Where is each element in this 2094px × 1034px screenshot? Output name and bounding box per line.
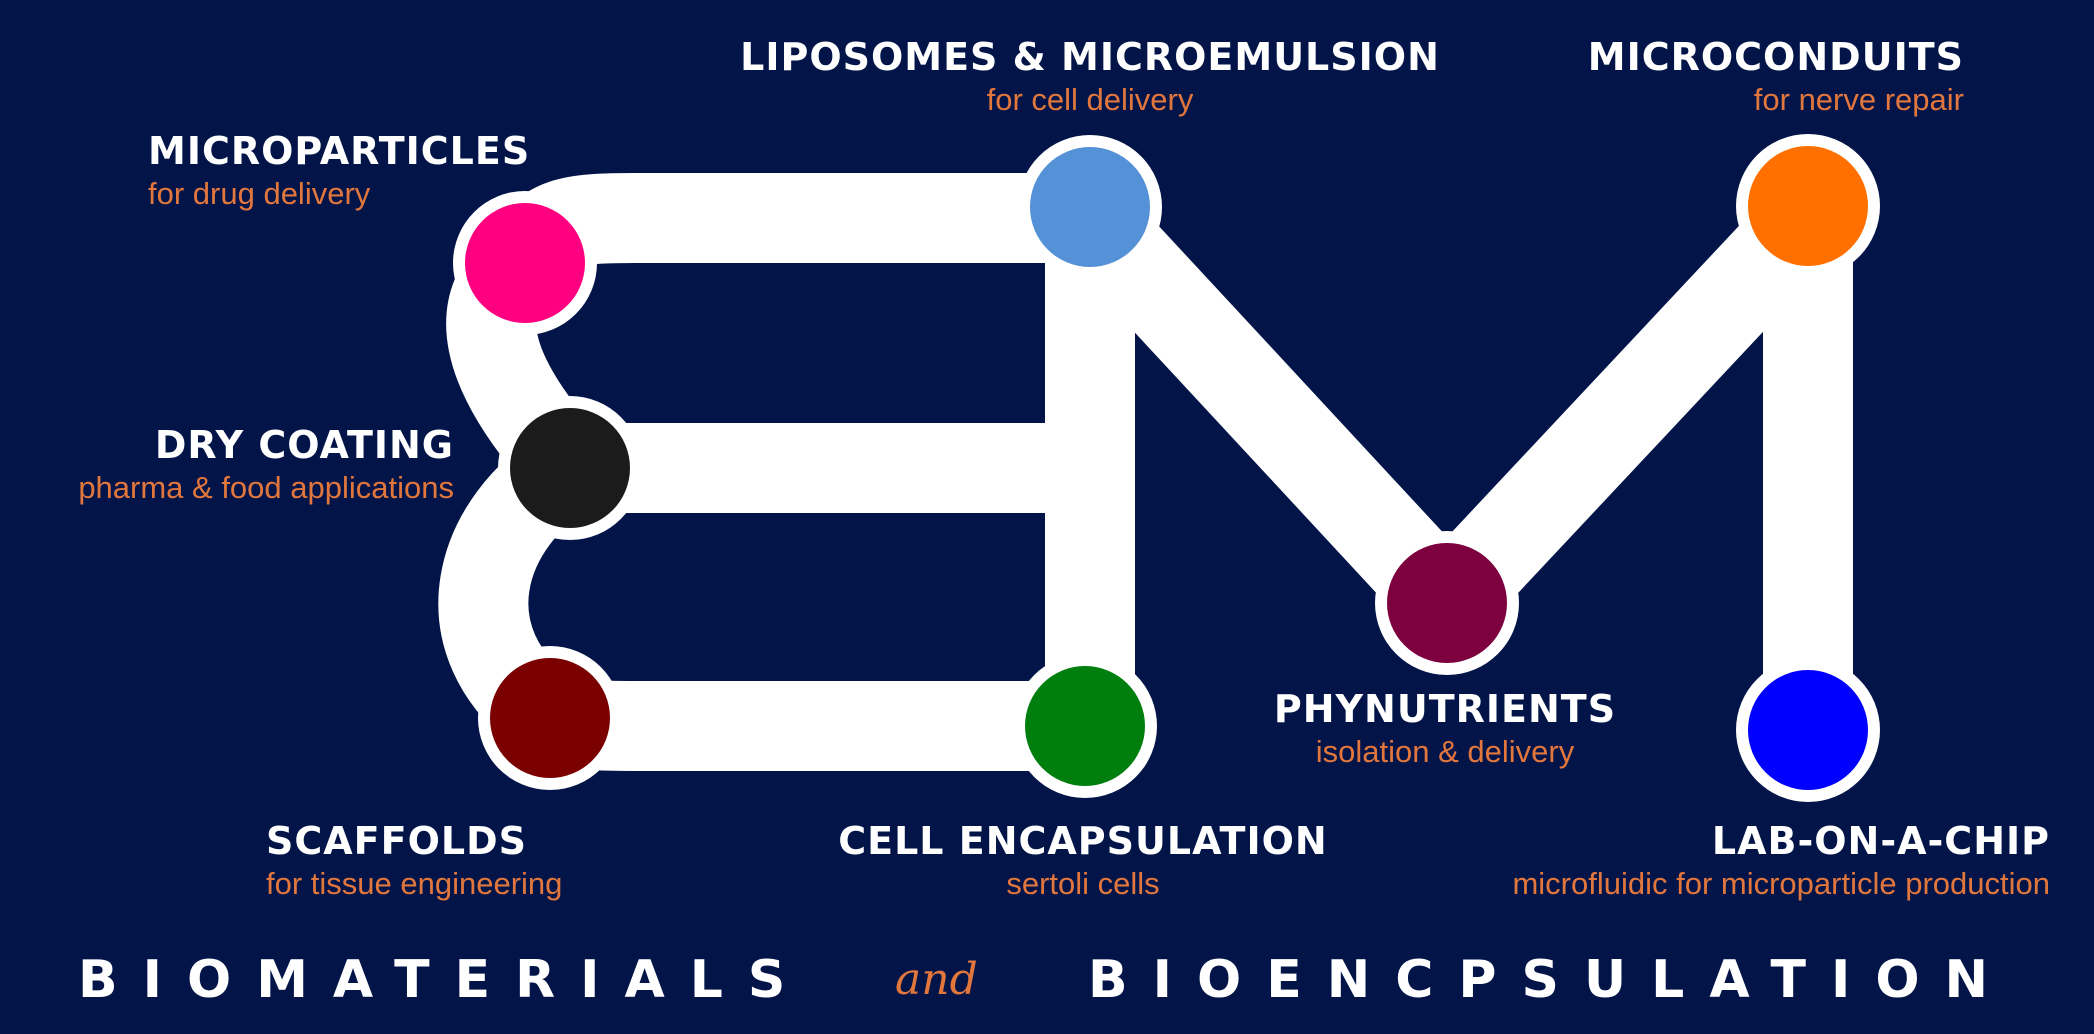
label-title: LAB-ON-A-CHIP	[1711, 819, 2050, 863]
label-title: DRY COATING	[154, 423, 454, 467]
footer-right-word: BIOENCPSULATION	[1088, 950, 2014, 1010]
label-subtitle: isolation & delivery	[1315, 734, 1575, 769]
label-subtitle: for drug delivery	[148, 176, 371, 211]
node-lab-on-a-chip-dot	[1748, 670, 1868, 790]
footer-left-word: BIOMATERIALS	[78, 950, 811, 1010]
node-microconduits-dot	[1748, 146, 1868, 266]
track-diagonal-up	[1402, 173, 1853, 648]
label-phynutrients: PHYNUTRIENTS isolation & delivery	[1240, 686, 1650, 772]
label-subtitle: for cell delivery	[986, 82, 1194, 117]
label-title: LIPOSOMES & MICROEMULSION	[740, 35, 1440, 79]
node-liposomes-dot	[1030, 147, 1150, 267]
label-subtitle: microfluidic for microparticle productio…	[1512, 866, 2050, 901]
node-cell-encapsulation-dot	[1025, 666, 1145, 786]
label-subtitle: for tissue engineering	[266, 866, 563, 901]
label-title: SCAFFOLDS	[266, 819, 528, 863]
label-subtitle: for nerve repair	[1753, 82, 1964, 117]
label-title: MICROPARTICLES	[148, 129, 531, 173]
label-title: PHYNUTRIENTS	[1273, 687, 1617, 731]
label-dry-coating: DRY COATING pharma & food applications	[20, 422, 454, 508]
label-title: MICROCONDUITS	[1587, 35, 1964, 79]
label-subtitle: pharma & food applications	[78, 470, 454, 505]
track-top-bar	[480, 173, 1135, 308]
track-diagonal-down	[1045, 173, 1492, 648]
node-circles	[453, 134, 1880, 802]
label-lab-on-a-chip: LAB-ON-A-CHIP microfluidic for micropart…	[1380, 818, 2050, 904]
node-phynutrients-dot	[1387, 543, 1507, 663]
footer-banner: BIOMATERIALS and BIOENCPSULATION	[0, 948, 2094, 1012]
track-bottom-bar	[505, 673, 1130, 771]
track-paths	[438, 173, 1853, 775]
label-subtitle: sertoli cells	[1006, 866, 1160, 901]
footer-conjunction: and	[895, 954, 978, 1005]
label-liposomes: LIPOSOMES & MICROEMULSION for cell deliv…	[730, 34, 1450, 120]
node-dry-coating-dot	[510, 408, 630, 528]
label-microparticles: MICROPARTICLES for drug delivery	[148, 128, 530, 214]
label-microconduits: MICROCONDUITS for nerve repair	[1500, 34, 1964, 120]
node-scaffolds-dot	[490, 658, 610, 778]
label-cell-encapsulation: CELL ENCAPSULATION sertoli cells	[800, 818, 1366, 904]
label-title: CELL ENCAPSULATION	[838, 819, 1328, 863]
node-microparticles-dot	[465, 203, 585, 323]
label-scaffolds: SCAFFOLDS for tissue engineering	[266, 818, 562, 904]
